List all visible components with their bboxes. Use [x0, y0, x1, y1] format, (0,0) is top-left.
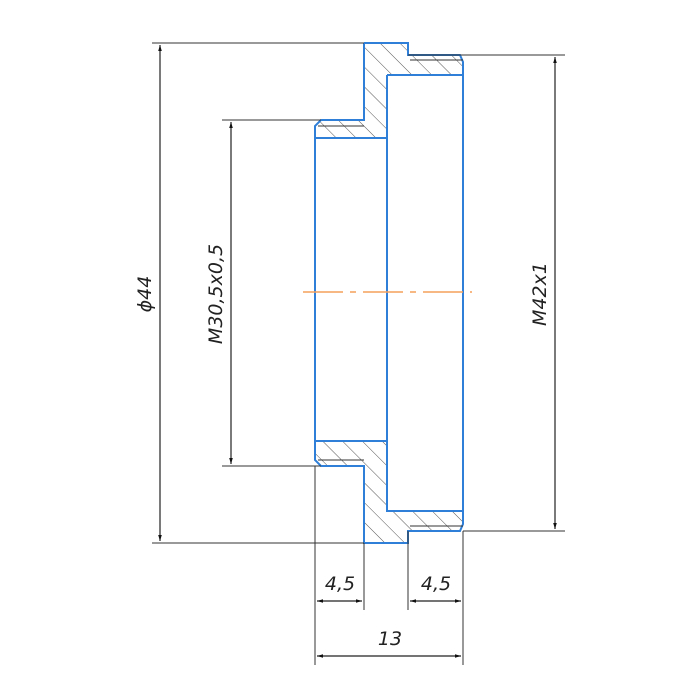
- extension-lines: [152, 42, 565, 665]
- inner-thread-label: M30,5x0,5: [205, 244, 227, 344]
- outer-diameter-label: ϕ44: [134, 276, 156, 313]
- bore-lines: [314, 75, 464, 511]
- left-width-label: 4,5: [325, 573, 355, 595]
- section-bottom: [314, 440, 464, 544]
- total-width-label: 13: [378, 628, 402, 650]
- dimension-lines: [158, 45, 557, 658]
- outer-thread-label: M42x1: [529, 262, 551, 326]
- right-width-label: 4,5: [421, 573, 451, 595]
- section-top: [314, 42, 464, 139]
